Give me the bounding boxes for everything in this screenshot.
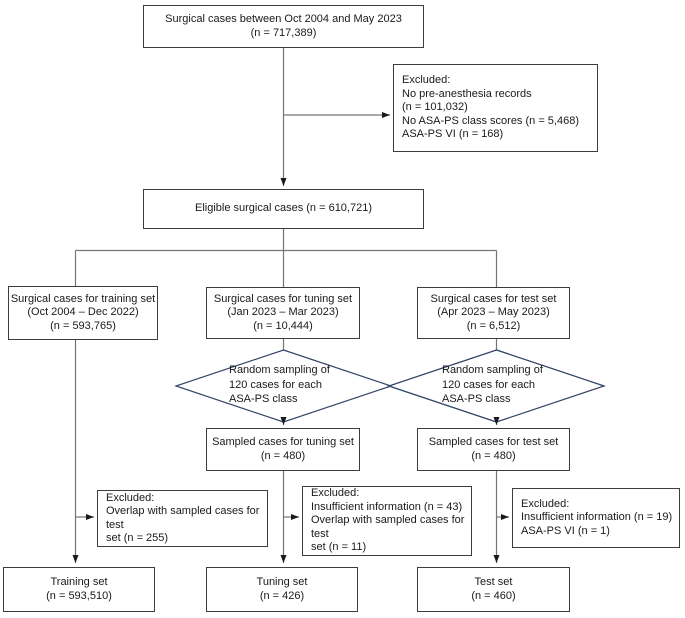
box-text-line: Training set	[50, 576, 108, 588]
box-text-line: ASA-PS VI (n = 168)	[402, 128, 504, 141]
box-text-line: Insufficient information (n = 19)	[521, 511, 673, 524]
diamond-text-line: Random sampling of	[229, 364, 330, 376]
box-text-line: Insufficient information (n = 43)	[311, 500, 463, 513]
box-excluded-training: Excluded: Overlap with sampled cases for…	[97, 490, 268, 547]
box-text-line: (Oct 2004 – Dec 2022)	[27, 306, 139, 319]
box-training-set: Training set (n = 593,510)	[3, 567, 155, 612]
box-text-line: (Apr 2023 – May 2023)	[437, 306, 550, 319]
box-training-cases: Surgical cases for training set (Oct 200…	[8, 286, 158, 340]
box-text-line: No pre-anesthesia records	[402, 87, 532, 100]
box-text-line: Sampled cases for tuning set	[212, 436, 354, 448]
box-text-line: (n = 101,032)	[402, 101, 468, 114]
box-total-surgical-cases: Surgical cases between Oct 2004 and May …	[143, 5, 424, 48]
box-sampled-tuning: Sampled cases for tuning set (n = 480)	[206, 428, 360, 471]
box-tuning-cases: Surgical cases for tuning set (Jan 2023 …	[206, 287, 360, 339]
box-eligible-cases: Eligible surgical cases (n = 610,721)	[143, 189, 424, 229]
diamond-label-sampling-tuning: Random sampling of 120 cases for each AS…	[229, 363, 347, 407]
box-text-line: (n = 480)	[471, 449, 516, 462]
box-text-line: No ASA-PS class scores (n = 5,468)	[402, 114, 579, 127]
box-text-line: (n = 10,444)	[253, 319, 313, 332]
box-excluded-tuning: Excluded: Insufficient information (n = …	[302, 486, 472, 556]
box-text-line: ASA-PS VI (n = 1)	[521, 524, 610, 537]
box-text-line: Test set	[474, 576, 513, 588]
box-text-line: (n = 717,389)	[250, 26, 317, 39]
box-text-line: Surgical cases for test set	[430, 292, 557, 305]
box-text-line: (n = 593,510)	[46, 589, 112, 602]
box-test-set: Test set (n = 460)	[417, 567, 570, 612]
diamond-label-sampling-test: Random sampling of 120 cases for each AS…	[442, 363, 560, 407]
box-text-line: (n = 460)	[471, 589, 516, 602]
box-text-line: Surgical cases for tuning set	[213, 292, 353, 305]
box-text-line: Excluded:	[402, 74, 451, 87]
box-text-line: Surgical cases for training set	[10, 292, 156, 305]
box-tuning-set: Tuning set (n = 426)	[206, 567, 358, 612]
box-sampled-test: Sampled cases for test set (n = 480)	[417, 428, 570, 471]
box-text-line: Eligible surgical cases (n = 610,721)	[194, 202, 372, 215]
box-text-line: Surgical cases between Oct 2004 and May …	[165, 13, 402, 25]
box-text-line: (n = 6,512)	[466, 319, 521, 332]
box-text-line: set (n = 11)	[311, 541, 367, 554]
box-text-line: Overlap with sampled cases for test	[106, 505, 260, 531]
box-text-line: Excluded:	[106, 491, 155, 504]
box-text-line: Excluded:	[521, 497, 570, 510]
box-excluded-test: Excluded: Insufficient information (n = …	[512, 488, 680, 548]
box-excluded-initial: Excluded: No pre-anesthesia records (n =…	[393, 64, 598, 152]
box-text-line: set (n = 255)	[106, 532, 169, 544]
diamond-text-line: 120 cases for each	[442, 378, 535, 391]
diamond-text-line: 120 cases for each	[229, 378, 322, 391]
box-text-line: Sampled cases for test set	[428, 436, 559, 448]
box-text-line: (n = 426)	[259, 589, 305, 602]
diamond-text-line: ASA-PS class	[442, 393, 511, 405]
box-text-line: (n = 480)	[260, 449, 306, 462]
box-text-line: Tuning set	[256, 576, 308, 588]
diamond-text-line: Random sampling of	[442, 364, 543, 376]
box-text-line: (Jan 2023 – Mar 2023)	[227, 306, 339, 319]
box-text-line: (n = 593,765)	[50, 319, 116, 332]
box-test-cases: Surgical cases for test set (Apr 2023 – …	[417, 287, 570, 339]
box-text-line: Overlap with sampled cases for test	[311, 514, 465, 540]
diamond-text-line: ASA-PS class	[229, 393, 298, 405]
box-text-line: Excluded:	[311, 487, 360, 500]
